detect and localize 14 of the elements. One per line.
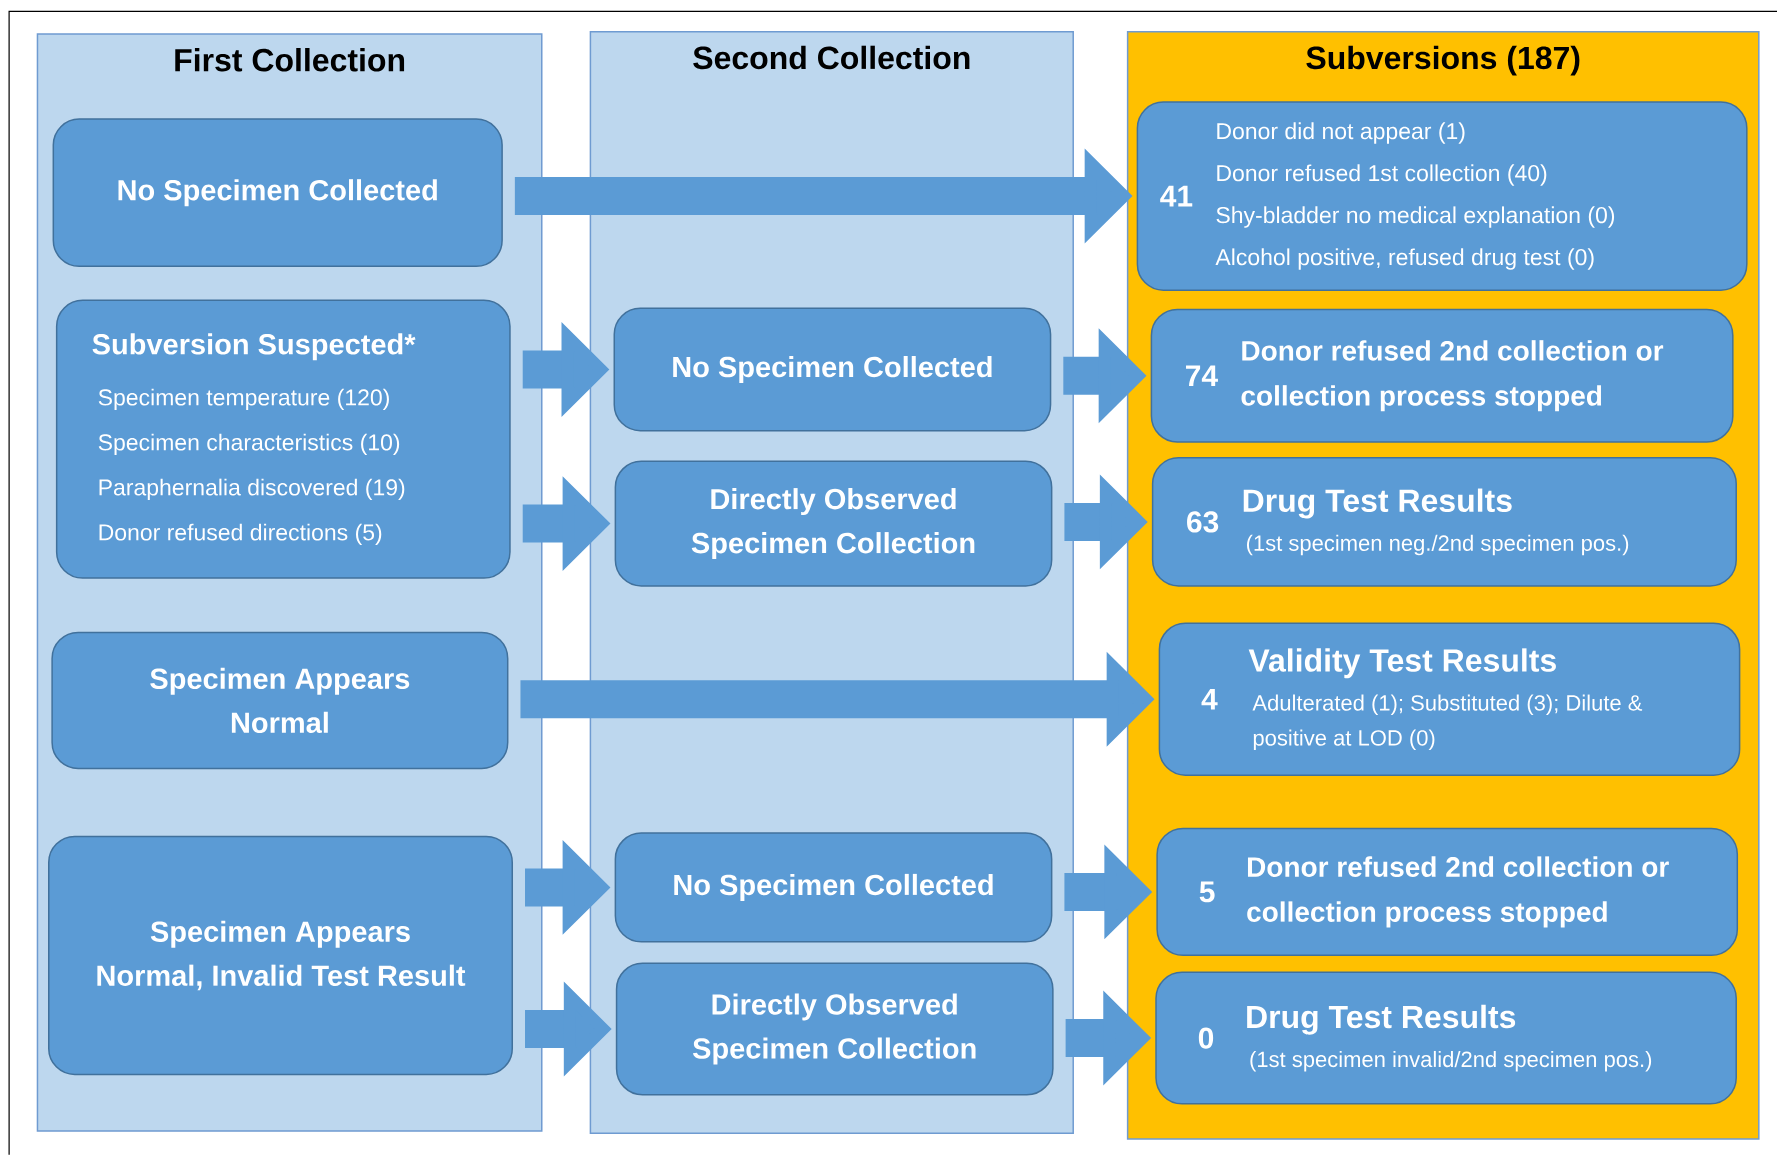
process-box: 63 Drug Test Results (1st specimen neg./2nd specimen pos.) xyxy=(1151,457,1737,587)
process-box: Specimen Appears Normal xyxy=(51,631,509,770)
process-box: 0 Drug Test Results (1st specimen invalid/2nd specimen pos.) xyxy=(1155,971,1737,1105)
process-box: 41 Donor did not appear (1) Donor refused 1st collection (40) Shy-bladder no medical explanation (0) Alcohol positive, refused drug test (0) xyxy=(1136,101,1748,291)
process-box: No Specimen Collected xyxy=(614,832,1053,943)
process-box: Directly Observed Specimen Collection xyxy=(614,460,1053,587)
process-box: No Specimen Collected xyxy=(52,118,503,268)
process-box: No Specimen Collected xyxy=(613,307,1052,432)
process-box: Directly Observed Specimen Collection xyxy=(615,962,1054,1096)
process-box: 5 Donor refused 2nd collection or collection process stopped xyxy=(1156,827,1739,957)
process-box: Subversion Suspected* Specimen temperature (120) Specimen characteristics (10) Paraphernalia discovered (19) Donor refused directions (5) xyxy=(55,299,511,579)
process-box: Specimen Appears Normal, Invalid Test Result xyxy=(48,835,513,1076)
process-box: 4 Validity Test Results Adulterated (1); Substituted (3); Dilute & positive at LOD (0) xyxy=(1158,622,1741,776)
process-box: 74 Donor refused 2nd collection or collection process stopped xyxy=(1150,308,1734,443)
